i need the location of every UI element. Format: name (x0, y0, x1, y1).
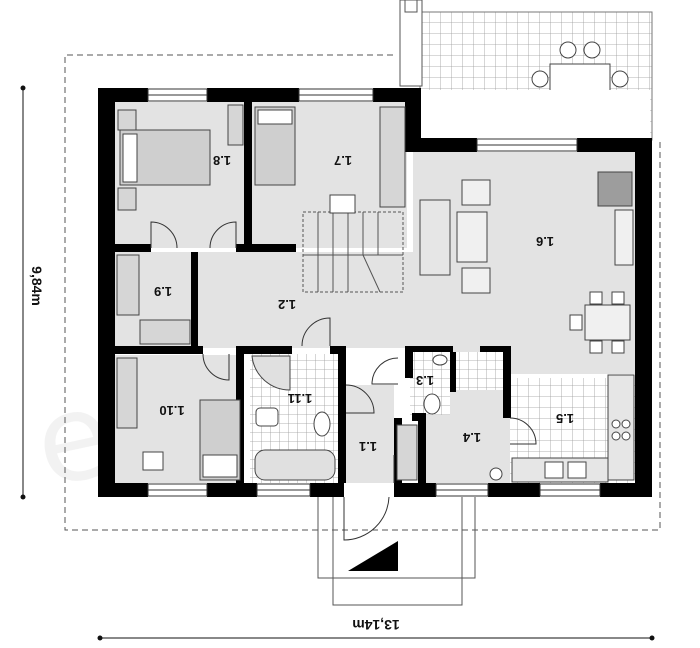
room-label-1-8: 1.8 (213, 153, 231, 168)
depth-dimension-label: 9,84m (29, 266, 45, 306)
entrance-arrow (348, 541, 398, 571)
room-label-1-10: 1.10 (159, 403, 184, 418)
room-labels: 1.8 1.7 1.6 1.9 1.2 1.10 1.11 1.1 1.3 1.… (154, 153, 574, 454)
entrance (317, 496, 476, 606)
room-label-1-4: 1.4 (462, 430, 481, 445)
door-swings (150, 221, 537, 483)
width-dimension-label: 13,14m (352, 617, 399, 633)
roof-outline (64, 54, 661, 531)
room-label-1-7: 1.7 (334, 153, 352, 168)
room-label-1-3: 1.3 (416, 373, 434, 388)
furniture (116, 104, 635, 483)
dimension-width: 13,14m (97, 617, 655, 641)
room-label-1-9: 1.9 (154, 284, 172, 299)
dimension-depth: 9,84m (20, 85, 45, 500)
room-label-1-5: 1.5 (556, 411, 574, 426)
windows (147, 88, 601, 497)
room-label-1-1: 1.1 (359, 439, 377, 454)
room-label-1-11: 1.11 (288, 391, 313, 406)
room-label-1-6: 1.6 (536, 234, 554, 249)
room-label-1-2: 1.2 (278, 297, 296, 312)
